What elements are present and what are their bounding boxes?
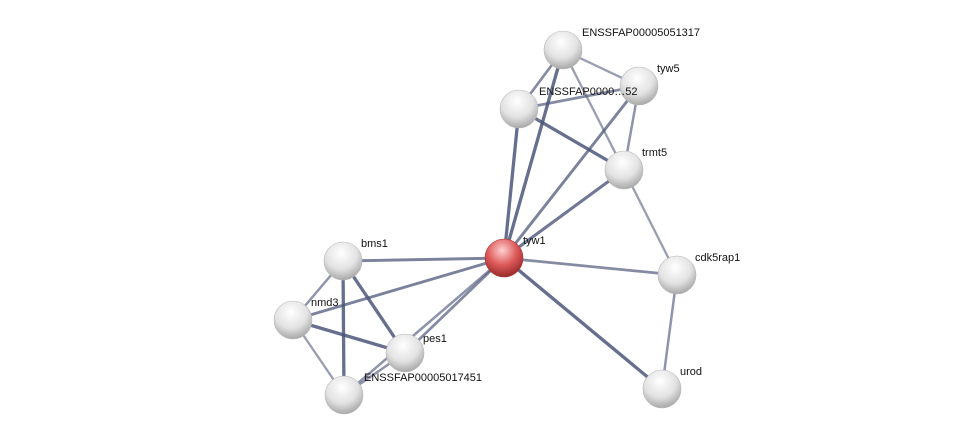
node-tyw1[interactable] <box>484 238 524 278</box>
edge-e52-tyw5[interactable] <box>518 84 640 111</box>
node-label-nmd3: nmd3 <box>311 297 339 309</box>
edge-tyw1-bms1[interactable] <box>342 256 505 263</box>
node-trmt5[interactable] <box>604 150 644 190</box>
edge-e51317-tyw1[interactable] <box>502 49 565 259</box>
edge-tyw5-tyw1[interactable] <box>502 85 641 259</box>
node-label-cdk5rap1: cdk5rap1 <box>695 252 740 264</box>
node-nmd3[interactable] <box>273 300 313 340</box>
node-bms1[interactable] <box>323 241 363 281</box>
node-e51317[interactable] <box>543 30 583 70</box>
node-label-e17451: ENSSFAP00005017451 <box>364 372 482 384</box>
node-label-trmt5: trmt5 <box>642 147 667 159</box>
node-e52[interactable] <box>499 89 539 129</box>
node-label-tyw5: tyw5 <box>657 63 680 75</box>
edge-nmd3-pes1[interactable] <box>292 318 406 355</box>
edge-tyw1-nmd3[interactable] <box>292 256 505 322</box>
edge-e52-trmt5[interactable] <box>518 107 625 172</box>
edge-trmt5-cdk5rap1[interactable] <box>622 169 679 276</box>
edge-tyw1-urod[interactable] <box>502 256 664 391</box>
edge-tyw1-cdk5rap1[interactable] <box>503 256 678 277</box>
edge-e51317-trmt5[interactable] <box>561 49 626 171</box>
node-pes1[interactable] <box>385 333 425 373</box>
node-label-urod: urod <box>680 366 702 378</box>
node-e17451[interactable] <box>324 375 364 415</box>
node-label-e52: ENSSFAP0000…52 <box>539 86 637 98</box>
node-tyw5[interactable] <box>619 66 659 106</box>
edge-e52-tyw1[interactable] <box>502 108 521 259</box>
edge-bms1-e17451[interactable] <box>341 260 346 396</box>
node-label-tyw1: tyw1 <box>523 235 546 247</box>
edge-tyw1-pes1[interactable] <box>404 257 505 354</box>
edge-trmt5-tyw1[interactable] <box>503 168 625 260</box>
node-urod[interactable] <box>642 369 682 409</box>
node-label-e51317: ENSSFAP00005051317 <box>582 27 700 39</box>
node-label-bms1: bms1 <box>361 238 388 250</box>
node-label-pes1: pes1 <box>423 333 447 345</box>
node-cdk5rap1[interactable] <box>657 255 697 295</box>
edge-tyw1-e17451[interactable] <box>343 257 505 396</box>
